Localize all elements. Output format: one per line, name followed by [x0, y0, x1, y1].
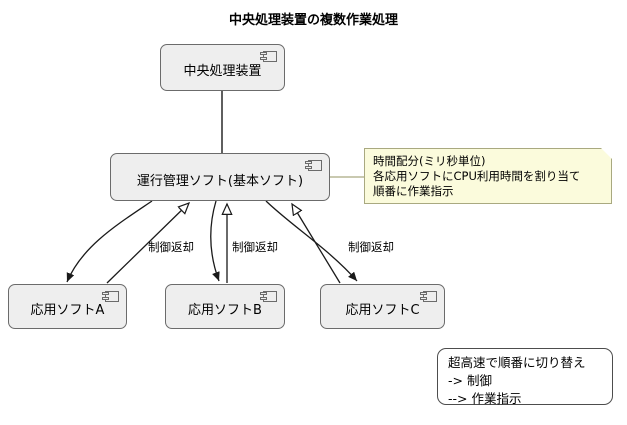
- legend-line-1: 超高速で順番に切り替え: [448, 355, 586, 370]
- page-title: 中央処理装置の複数作業処理: [228, 13, 398, 28]
- component-app-c-label: 応用ソフトC: [345, 303, 420, 318]
- note-line-3: 順番に作業指示: [373, 184, 454, 198]
- edge-label-appB-return: 制御返却: [232, 240, 278, 254]
- legend-line-3: --> 作業指示: [448, 391, 522, 406]
- uml-component-icon: [260, 51, 277, 62]
- uml-component-icon: [305, 160, 322, 171]
- edge-label-appC-return: 制御返却: [348, 240, 394, 254]
- component-cpu[interactable]: 中央処理装置: [160, 44, 285, 91]
- component-app-b[interactable]: 応用ソフトB: [165, 284, 285, 329]
- uml-component-icon: [420, 291, 437, 302]
- edge-appC-to-os: [292, 204, 341, 284]
- component-cpu-label: 中央処理装置: [183, 64, 262, 79]
- component-app-a[interactable]: 応用ソフトA: [8, 284, 127, 329]
- component-app-c[interactable]: 応用ソフトC: [320, 284, 445, 329]
- note-line-1: 時間配分(ミリ秒単位): [373, 154, 486, 168]
- component-app-a-label: 応用ソフトA: [30, 303, 105, 318]
- legend-box: 超高速で順番に切り替え -> 制御 --> 作業指示: [437, 348, 613, 406]
- component-os[interactable]: 運行管理ソフト(基本ソフト): [110, 153, 330, 201]
- component-app-b-label: 応用ソフトB: [188, 303, 262, 318]
- note-time-allocation: 時間配分(ミリ秒単位) 各応用ソフトにCPU利用時間を割り当て 順番に作業指示: [364, 148, 612, 204]
- edge-os-to-appA: [66, 200, 153, 283]
- note-line-2: 各応用ソフトにCPU利用時間を割り当て: [373, 169, 581, 183]
- note-fold-icon: [601, 148, 612, 159]
- component-os-label: 運行管理ソフト(基本ソフト): [136, 173, 304, 189]
- uml-component-icon: [102, 291, 119, 302]
- edge-os-to-appC: [265, 200, 358, 282]
- uml-component-icon: [260, 291, 277, 302]
- edge-label-appA-return: 制御返却: [148, 240, 194, 254]
- edge-appA-to-os: [106, 203, 189, 284]
- legend-line-2: -> 制御: [448, 373, 492, 388]
- edge-os-to-appB: [210, 200, 220, 282]
